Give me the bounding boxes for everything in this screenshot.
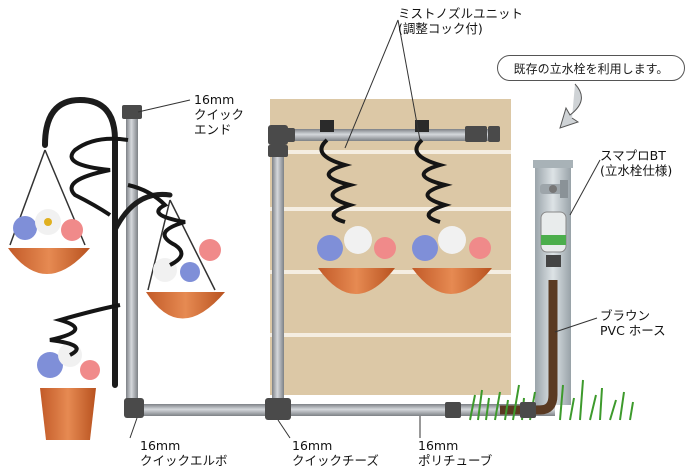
label-smart-pro: スマプロBT (立水栓仕様) [600,148,672,178]
flower-pot-icon [412,226,492,294]
hanging-basket-icon [146,199,225,319]
mist-coil-icon [49,136,186,357]
label-smart-pro-line2: (立水栓仕様) [600,163,673,178]
label-quick-end-line3: エンド [194,122,232,137]
flower-pot-icon [37,343,100,440]
quick-elbow-fitting [124,398,144,418]
mist-nozzle-units [319,120,453,224]
label-brown-hose-line1: ブラウン [600,308,651,323]
label-poly-tube-line1: 16mm [418,438,459,453]
timer-unit-icon [540,211,567,267]
hanging-stand [42,96,173,388]
label-quick-elbow-line1: 16mm [140,438,181,453]
label-smart-pro-line1: スマプロBT [600,148,666,163]
faucet-icon [540,180,568,198]
label-quick-end-line2: クイック [194,107,245,122]
label-quick-end-line1: 16mm [194,92,235,107]
label-quick-elbow: 16mm クイックエルボ [140,438,228,468]
label-brown-hose-line2: PVC ホース [600,323,666,338]
label-quick-tees: 16mm クイックチーズ [292,438,379,468]
existing-faucet-callout: 既存の立水栓を利用します。 [497,55,685,81]
label-quick-tees-line2: クイックチーズ [292,453,379,468]
label-mist-nozzle-line2: (調整コック付) [398,21,483,36]
label-quick-end: 16mm クイック エンド [194,92,244,137]
quick-tees-fitting [265,398,291,420]
label-quick-elbow-line2: クイックエルボ [140,453,228,468]
label-brown-hose: ブラウン PVC ホース [600,308,666,338]
curved-arrow-icon [559,83,582,129]
label-poly-tube: 16mm ポリチューブ [418,438,492,468]
label-mist-nozzle-line1: ミストノズルユニット [398,6,524,21]
label-poly-tube-line2: ポリチューブ [418,453,493,468]
flower-pot-icon [317,226,396,294]
leader-lines [129,19,601,439]
label-quick-tees-line1: 16mm [292,438,333,453]
brown-pvc-hose [500,280,558,415]
quick-end-fitting [122,105,142,119]
hanging-basket-icon [8,149,90,274]
label-mist-nozzle: ミストノズルユニット (調整コック付) [398,6,523,36]
fittings [122,105,536,420]
